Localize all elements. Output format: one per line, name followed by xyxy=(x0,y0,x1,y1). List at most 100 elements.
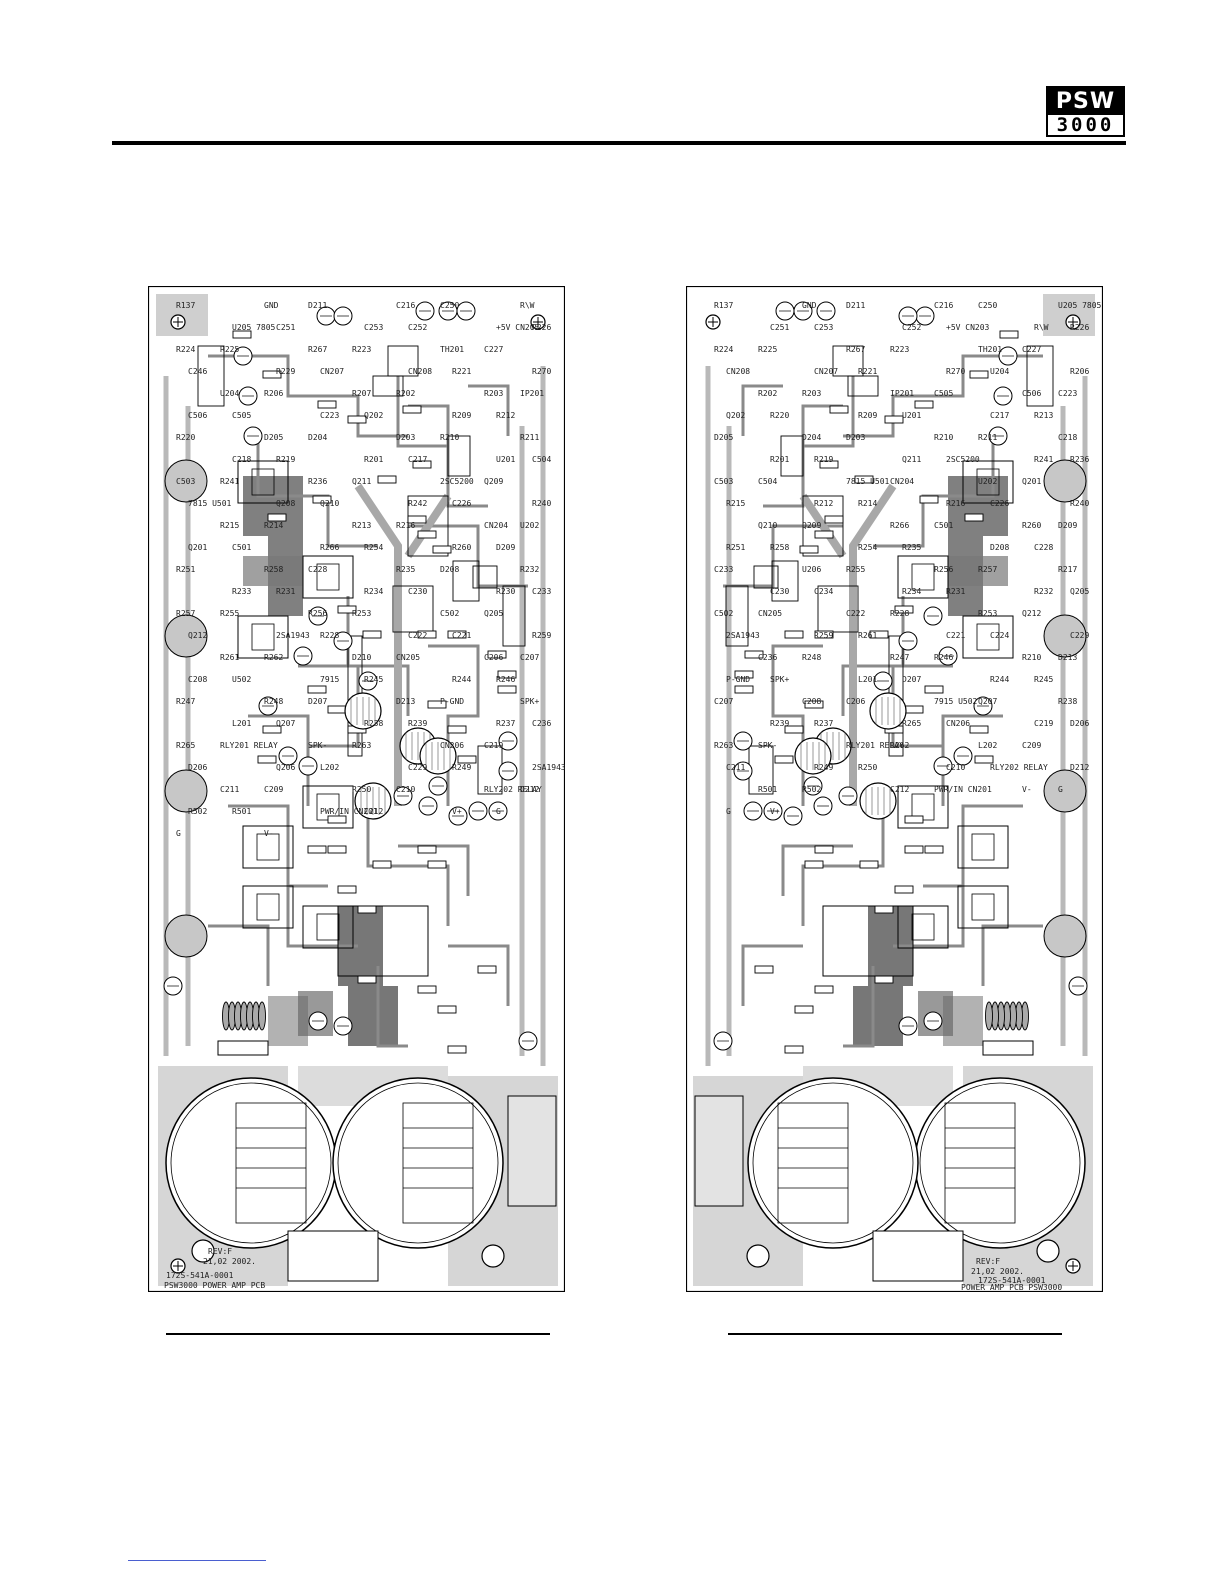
resistor xyxy=(734,685,754,694)
silkscreen-label: Q207 xyxy=(276,719,295,728)
rev-text: REV:F xyxy=(976,1257,1000,1266)
resistor xyxy=(432,545,452,554)
silkscreen-label: R225 xyxy=(220,345,239,354)
filter-capacitor xyxy=(747,1077,919,1249)
silkscreen-label: R231 xyxy=(946,587,965,596)
silkscreen-label: 7815 U501 xyxy=(846,477,890,486)
silkscreen-label: R\W xyxy=(520,301,535,310)
silkscreen-label: 7915 xyxy=(320,675,339,684)
silkscreen-label: 2SC5200 xyxy=(946,455,980,464)
silkscreen-label: R223 xyxy=(352,345,371,354)
power-connector xyxy=(872,1230,964,1282)
silkscreen-label: R224 xyxy=(176,345,195,354)
silkscreen-label: C223 xyxy=(320,411,339,420)
silkscreen-label: C252 xyxy=(902,323,921,332)
transistor-outline xyxy=(302,785,354,829)
filter-capacitor-pad xyxy=(402,1102,474,1224)
resistor xyxy=(829,405,849,414)
silkscreen-label: C236 xyxy=(758,653,777,662)
heatsink-pad xyxy=(1043,459,1087,503)
silkscreen-label: R206 xyxy=(1070,367,1089,376)
part-number: 172S-541A-0001 xyxy=(978,1276,1046,1285)
silkscreen-label: R232 xyxy=(1034,587,1053,596)
ic-outline xyxy=(847,375,879,397)
silkscreen-label: C211 xyxy=(220,785,239,794)
silkscreen-label: R256 xyxy=(308,609,327,618)
silkscreen-label: +5V CN203 xyxy=(496,323,540,332)
heavy-trace xyxy=(243,556,303,586)
copper-trace xyxy=(208,354,408,438)
resistor xyxy=(914,400,934,409)
copper-trace xyxy=(286,886,358,948)
silkscreen-label: R240 xyxy=(1070,499,1089,508)
silkscreen-label: R202 xyxy=(758,389,777,398)
silkscreen-label: R232 xyxy=(520,565,539,574)
silkscreen-label: Q205 xyxy=(1070,587,1089,596)
silkscreen-label: R247 xyxy=(890,653,909,662)
silkscreen-label: C236 xyxy=(532,719,551,728)
silkscreen-label: R210 xyxy=(1022,653,1041,662)
silkscreen-label: C226 xyxy=(990,499,1009,508)
resistor xyxy=(417,530,437,539)
silkscreen-label: R270 xyxy=(946,367,965,376)
silkscreen-label: R260 xyxy=(1022,521,1041,530)
silkscreen-label: R267 xyxy=(308,345,327,354)
transistor-outline xyxy=(302,905,354,949)
fuse-hole xyxy=(191,1239,215,1263)
silkscreen-label: V+ xyxy=(452,807,462,816)
silkscreen-label: C218 xyxy=(1058,433,1077,442)
heavy-trace xyxy=(943,996,983,1046)
silkscreen-label: R220 xyxy=(176,433,195,442)
copper-pour xyxy=(1043,294,1095,336)
copper-trace xyxy=(981,924,1043,986)
silkscreen-label: R246 xyxy=(496,675,515,684)
resistor xyxy=(854,475,874,484)
resistor xyxy=(372,860,392,869)
silkscreen-label: R250 xyxy=(352,785,371,794)
silkscreen-label: C212 xyxy=(364,807,383,816)
resistor xyxy=(924,685,944,694)
transistor-outline xyxy=(316,563,340,591)
silkscreen-label: CN204 xyxy=(484,521,508,530)
silkscreen-label: R220 xyxy=(770,411,789,420)
silkscreen-label: D203 xyxy=(846,433,865,442)
transistor-outline xyxy=(242,885,294,929)
silkscreen-label: C250 xyxy=(440,301,459,310)
silkscreen-label: R207 xyxy=(352,389,371,398)
copper-trace xyxy=(849,483,897,806)
transistor-outline xyxy=(237,460,289,504)
silkscreen-label: R217 xyxy=(1058,565,1077,574)
silkscreen-label: R244 xyxy=(452,675,471,684)
silkscreen-label: C229 xyxy=(408,763,427,772)
silkscreen-label: 7915 U502 xyxy=(934,697,978,706)
silkscreen-label: D209 xyxy=(1058,521,1077,530)
silkscreen-label: C206 xyxy=(484,653,503,662)
silkscreen-label: R254 xyxy=(858,543,877,552)
silkscreen-label: C218 xyxy=(232,455,251,464)
silkscreen-label: D212 xyxy=(1070,763,1089,772)
ic-outline xyxy=(472,565,498,589)
silkscreen-label: R210 xyxy=(934,433,953,442)
silkscreen-label: D213 xyxy=(1058,653,1077,662)
silkscreen-label: C504 xyxy=(758,477,777,486)
silkscreen-label: R239 xyxy=(408,719,427,728)
resistor xyxy=(477,965,497,974)
pcb-artwork xyxy=(686,286,1103,1292)
resistor xyxy=(969,725,989,734)
silkscreen-label: R214 xyxy=(858,499,877,508)
rev-text: REV:F xyxy=(208,1247,232,1256)
resistor xyxy=(794,1005,814,1014)
silkscreen-label: C253 xyxy=(814,323,833,332)
silkscreen-label: R211 xyxy=(520,433,539,442)
silkscreen-label: R266 xyxy=(320,543,339,552)
ic-outline xyxy=(372,375,404,397)
silkscreen-label: U204 xyxy=(990,367,1009,376)
resistor xyxy=(427,700,447,709)
resistor xyxy=(894,885,914,894)
silkscreen-label: D207 xyxy=(902,675,921,684)
copper-trace xyxy=(468,384,510,436)
date-text: 21,02 2002. xyxy=(971,1267,1024,1276)
filter-capacitor-ring xyxy=(919,1082,1081,1244)
copper-trace xyxy=(799,493,847,559)
